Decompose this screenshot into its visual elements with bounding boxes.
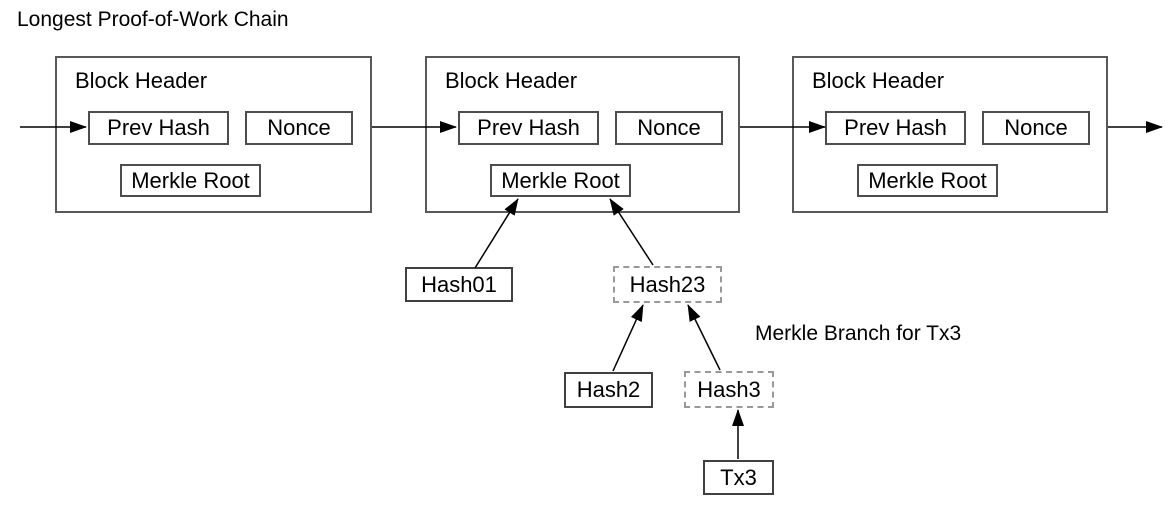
hash2-box: Hash2 [564,372,653,408]
arrow-hash2-to-hash23 [612,304,644,372]
block-header-1: Block Header Prev Hash Nonce Merkle Root [55,56,372,213]
block-header-1-label: Block Header [75,68,208,93]
hash01-box: Hash01 [405,267,513,302]
block1-prev-hash-box: Prev Hash [88,111,229,145]
arrow-hash3-to-hash23 [687,304,721,371]
hash23-box: Hash23 [613,266,722,303]
block1-nonce-box: Nonce [245,111,353,145]
merkle-branch-label: Merkle Branch for Tx3 [755,322,962,345]
block-header-3-label: Block Header [812,68,945,93]
block1-merkle-root-box: Merkle Root [120,164,261,197]
block2-nonce-box: Nonce [615,111,723,145]
hash3-box: Hash3 [684,371,774,408]
block3-nonce-box: Nonce [982,111,1090,145]
block-header-2: Block Header Prev Hash Nonce Merkle Root [425,56,740,213]
block3-prev-hash-box: Prev Hash [825,111,966,145]
block2-merkle-root-box: Merkle Root [490,164,631,197]
block2-prev-hash-box: Prev Hash [458,111,599,145]
block-header-3: Block Header Prev Hash Nonce Merkle Root [792,56,1108,213]
block3-merkle-root-box: Merkle Root [857,164,998,197]
tx3-box: Tx3 [703,460,774,495]
block-header-2-label: Block Header [445,68,578,93]
diagram-title: Longest Proof-of-Work Chain [17,8,289,31]
